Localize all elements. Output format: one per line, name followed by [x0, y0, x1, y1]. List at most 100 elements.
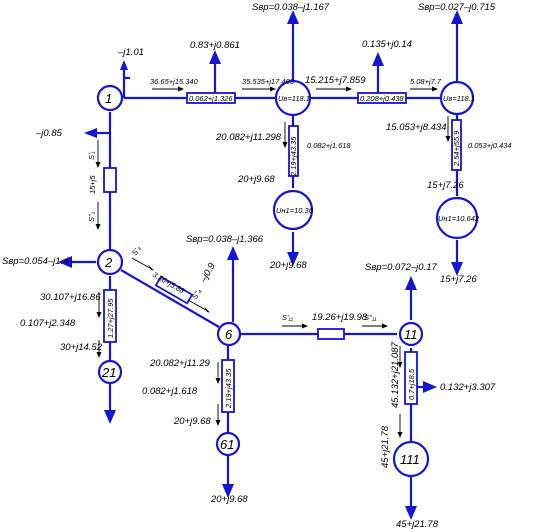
- box-z1: [186, 92, 236, 104]
- node-b: [439, 80, 475, 116]
- flow-arrow-f2-down-head: [96, 312, 102, 318]
- label-s-11-right: 0.132+j3.307: [440, 382, 496, 393]
- flow-arrow-fab2-head: [432, 86, 438, 92]
- arrow-b-up: [451, 10, 463, 24]
- flow-arrow-f11-down-head: [397, 362, 403, 368]
- label-z1: 0.062+j1.326: [189, 94, 233, 103]
- label-z2-t: 1.27+j27.95: [106, 298, 115, 338]
- label-s611-a: S'₁₁: [282, 313, 294, 322]
- flow-arrow-s26b: [187, 299, 207, 311]
- flow-arrow-fb-down-head: [445, 136, 451, 142]
- label-f2-low: 30+j14.52: [60, 342, 103, 353]
- label-fa-down: 20.082+j11.298: [215, 132, 282, 143]
- label-node-111: 111: [400, 452, 420, 467]
- label-f2-down: 30.107+j16.86: [40, 292, 101, 303]
- label-s-node6: Sвр=0.038–j1.366: [186, 234, 264, 245]
- label-s-top-a: Sвр=0.038–j1.167: [252, 2, 330, 13]
- arrow-a1-down: [287, 252, 299, 266]
- arrow-61-down: [222, 484, 234, 498]
- label-q-node1-left: –j0.85: [35, 128, 63, 139]
- label-node-a: Uв=118.1: [278, 94, 310, 103]
- label-fa-small: 0.082+j1.618: [307, 141, 351, 150]
- arrow-mid-b: [372, 52, 384, 66]
- label-f6-down: 20.082+j11.29: [149, 358, 210, 369]
- arrow-21-down: [104, 410, 116, 424]
- flow-arrow-f1b-head: [270, 86, 276, 92]
- box-z611: [317, 328, 345, 340]
- label-f11-down: 45.132+j21.087: [390, 342, 401, 408]
- label-s-mid-up-a: 0.83+j0.861: [190, 40, 240, 51]
- flow-arrow-s611b-head: [382, 323, 388, 329]
- label-z11-t: 0.7+j18.5: [407, 368, 416, 400]
- box-z2-t: [103, 289, 117, 343]
- arrow-11-right: [423, 381, 437, 393]
- box-z26: [154, 275, 194, 305]
- label-node-a1: Uн1=10.36: [276, 206, 314, 215]
- arrow-1-left: [84, 128, 97, 138]
- arrow-mid-a: [209, 50, 221, 64]
- flow-arrow-f6-low-head: [215, 420, 221, 426]
- box-zab: [357, 92, 407, 104]
- node-1: [96, 84, 124, 112]
- label-z611: 19.26+j19.98: [312, 312, 368, 323]
- label-fb-down: 15.053+j8.434: [386, 122, 447, 133]
- label-f6-low: 20+j9.68: [173, 416, 211, 427]
- flow-arrow-f11-low-head: [397, 432, 403, 438]
- label-f6-small: 0.082+j1.618: [142, 386, 198, 397]
- node-b1: [435, 196, 479, 240]
- label-s26-a: S'₄: [130, 244, 143, 257]
- label-f1a: 36.65+j15.340: [150, 77, 199, 86]
- node-61: [215, 431, 241, 457]
- label-node-11: 11: [404, 327, 418, 342]
- label-node-b: Uв=118.1: [443, 94, 475, 103]
- label-node-1: 1: [105, 91, 112, 106]
- label-node-21: 21: [101, 365, 116, 380]
- label-fb-small: 0.053+j0.434: [468, 141, 512, 150]
- flow-arrow-s611a-head: [302, 323, 308, 329]
- arrow-1-upright: [120, 60, 128, 70]
- label-s-a-out: 20+j9.68: [269, 260, 307, 271]
- label-fa-low: 20+j9.68: [237, 174, 275, 185]
- label-s26-b: S''₄: [190, 287, 203, 301]
- box-z11-t: [404, 351, 418, 405]
- box-zb-t: [451, 119, 462, 171]
- label-s-node2: Sвр=0.054–j1.4: [2, 256, 69, 267]
- label-s-b-out: 15+j7.26: [440, 274, 477, 285]
- flow-arrow-s12a-head: [95, 162, 101, 168]
- label-s-top-b: Sвр=0.027–j0.715: [418, 2, 496, 13]
- label-node-61: 61: [220, 437, 234, 452]
- label-f1b: 35.535+j17.403: [242, 77, 295, 86]
- node-2: [96, 248, 124, 276]
- flow-arrow-fa-down-head: [282, 142, 288, 148]
- flow-arrow-f6-down-head: [215, 378, 221, 384]
- arrow-2-left: [58, 256, 72, 268]
- label-fab2: 5.08+j7.7: [410, 77, 442, 86]
- label-s-61-out: 20+j9.68: [210, 494, 248, 505]
- node-111: [392, 440, 430, 478]
- label-q-node6: –j0.9: [198, 261, 219, 286]
- label-s-node11: Sвр=0.072–j0.17: [365, 262, 438, 273]
- flow-arrow-s26a-head: [148, 264, 154, 271]
- label-za-t: 2.19+j43.35: [289, 136, 298, 177]
- arrow-b1-down: [451, 262, 463, 276]
- label-q-node1-up: –j1.01: [117, 47, 144, 58]
- node-6: [216, 321, 242, 347]
- node-a1: [272, 189, 314, 231]
- flow-arrow-f1a-head: [178, 86, 184, 92]
- label-zab: 0.208+j0.438: [360, 94, 404, 103]
- flow-arrow-fab1-head: [346, 86, 352, 92]
- label-node-b1: Uн1=10.642: [438, 214, 480, 223]
- label-f11-low: 45+j21.78: [380, 425, 391, 468]
- arrow-6-up: [227, 246, 239, 260]
- box-z6-t: [221, 359, 235, 413]
- node-21: [97, 359, 123, 385]
- label-f2-small: 0.107+j2.348: [20, 318, 76, 329]
- arrow-111-down: [405, 506, 417, 520]
- label-s-111-out: 45+j21.78: [396, 519, 439, 530]
- label-node-6: 6: [225, 327, 233, 342]
- label-z6-t: 2.19+j43.35: [224, 368, 233, 409]
- flow-arrow-f2-low-head: [96, 352, 102, 358]
- flow-arrow-s26b-head: [204, 306, 210, 313]
